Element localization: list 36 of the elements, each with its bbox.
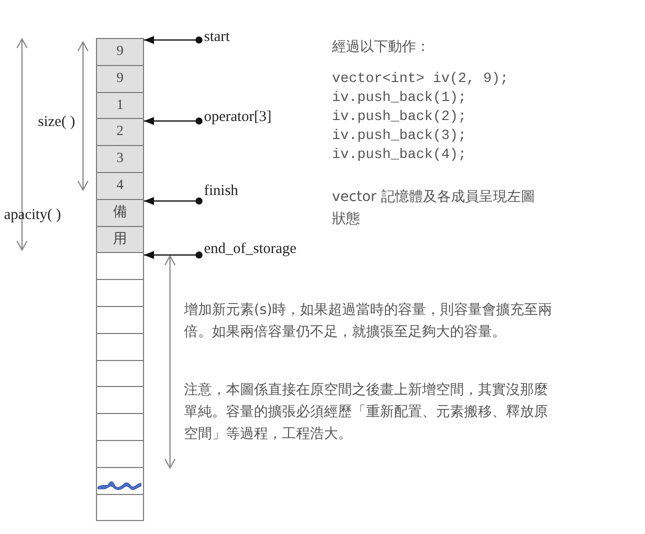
empty-memory-cell [96,306,144,334]
memory-cell: 備 [96,198,144,227]
pointer-label: end_of_storage [204,239,296,259]
empty-memory-cell [96,332,144,361]
dimension-label: size( ) [38,114,76,131]
dimension-label: apacity( ) [4,207,62,224]
empty-memory-cell [96,413,144,441]
pointer-label: finish [204,181,238,203]
memory-cell: 9 [96,64,144,93]
code-line: iv.push_back(2); [332,109,466,125]
pointer-label: start [204,27,230,47]
memory-cell: 9 [96,38,144,66]
pointer-arrow [144,36,202,44]
pointer-arrow [144,117,202,125]
note-paragraph: 注意，本圖係直接在原空間之後畫上新增空間，其實沒那麼單純。容量的擴張必須經歷「重新配置、元素搬移、釋放原空間」等過程，工程浩大。 [184,381,549,444]
empty-memory-cell [96,252,144,280]
code-line: iv.push_back(3); [332,128,466,144]
code-line: iv.push_back(1); [332,90,466,106]
heading-text: 經過以下動作： [332,38,430,57]
memory-cell: 2 [96,118,144,146]
code-line: vector<int> iv(2, 9); [332,71,508,87]
memory-cell: 3 [96,145,144,173]
empty-memory-cell [96,440,144,468]
empty-memory-cell [96,360,144,388]
pointer-arrow [144,197,202,205]
code-line: iv.push_back(4); [332,147,466,163]
memory-cell: 用 [96,226,144,254]
memory-cell: 4 [96,172,144,200]
empty-memory-cell [96,386,144,414]
memory-cell: 1 [96,92,144,120]
empty-memory-cell [96,279,144,307]
note-text: vector 記憶體及各成員呈現左圖狀態 [332,188,536,229]
pointer-label: operator[3] [204,107,272,127]
note-paragraph: 增加新元素(s)時，如果超過當時的容量，則容量會擴充至兩倍。如果兩倍容量仍不足，就擴張至足夠大的容量。 [184,301,554,342]
empty-memory-cell [96,494,144,522]
pointer-arrow [144,251,202,259]
